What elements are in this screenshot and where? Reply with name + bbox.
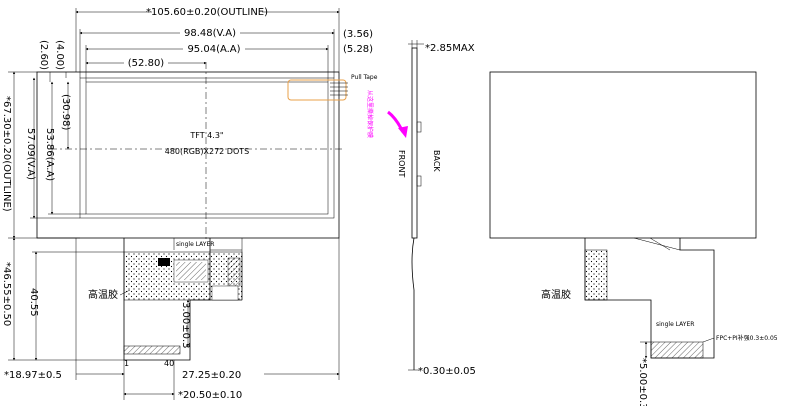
tail-total-dim: *20.50±0.10 bbox=[178, 390, 242, 401]
front-view: *105.60±0.20(OUTLINE) 98.48(V.A) (3.56) … bbox=[1, 5, 408, 401]
back-single-layer-label: single LAYER bbox=[656, 321, 694, 328]
pin-1-label: 1 bbox=[124, 359, 129, 368]
back-glue-label: 高温胶 bbox=[541, 288, 571, 301]
tail-length-dim: 40.55 bbox=[28, 288, 39, 317]
pin-40-label: 40 bbox=[164, 359, 174, 368]
left-offset-260: (2.60) bbox=[38, 40, 49, 70]
outline-rect bbox=[36, 71, 340, 239]
back-stiffener-length: *5.00±0.3 bbox=[637, 358, 648, 406]
va-height-dim: 57.09(V.A) bbox=[25, 128, 36, 180]
side-panel bbox=[411, 47, 418, 239]
center-x-dim: (52.80) bbox=[128, 58, 165, 69]
outline-height-dim: *67.30±0.20(OUTLINE) bbox=[1, 96, 12, 212]
back-view: 高温胶 single LAYER FPC+PI补强0.3±0.05 *5.00±… bbox=[489, 71, 778, 406]
single-layer-label: single LAYER bbox=[176, 241, 214, 248]
view-area-rect bbox=[79, 77, 335, 219]
thickness-dim: *2.85MAX bbox=[425, 43, 475, 54]
side-view: *2.85MAX FRONT BACK *0.30±0.05 bbox=[397, 40, 476, 377]
back-label: BACK bbox=[432, 150, 441, 172]
back-outline bbox=[489, 71, 757, 239]
right-offset-528: (5.28) bbox=[343, 44, 373, 55]
pull-tape bbox=[287, 79, 347, 101]
outline-width-dim: *105.60±0.20(OUTLINE) bbox=[146, 7, 268, 18]
va-width-dim: 98.48(V.A) bbox=[184, 28, 236, 39]
glue-label: 高温胶 bbox=[88, 288, 118, 301]
left-offset-400: (4.00) bbox=[54, 40, 65, 70]
fpc-length-dim: *46.55±0.50 bbox=[1, 262, 12, 326]
resolution-label: 480(RGB)X272 DOTS bbox=[165, 147, 249, 156]
aa-width-dim: 95.04(A.A) bbox=[187, 44, 240, 55]
back-fpc-note: FPC+PI补强0.3±0.05 bbox=[716, 334, 778, 342]
aa-height-dim: 53.86(A.A) bbox=[44, 128, 55, 181]
pull-note-label: 从这里撕掉保护膜 bbox=[366, 90, 374, 138]
back-stiffener bbox=[650, 341, 704, 359]
center-y-dim: (30.98) bbox=[60, 94, 71, 131]
side-fpc bbox=[411, 237, 415, 370]
front-label: FRONT bbox=[397, 150, 406, 177]
right-offset-356: (3.56) bbox=[343, 29, 373, 40]
fpc-thickness-dim: *0.30±0.05 bbox=[418, 366, 476, 377]
tft-label: TFT 4.3" bbox=[189, 131, 223, 140]
active-area-rect bbox=[85, 81, 329, 215]
pull-tape-label: Pull Tape bbox=[351, 74, 378, 81]
pitch-dim: 27.25±0.20 bbox=[182, 370, 241, 381]
back-glue-area bbox=[584, 249, 608, 301]
tail-width-dim: *18.97±0.5 bbox=[4, 370, 62, 381]
contact-pins bbox=[123, 345, 181, 355]
stiffener-dim: 3.00±0.3 bbox=[180, 302, 191, 349]
